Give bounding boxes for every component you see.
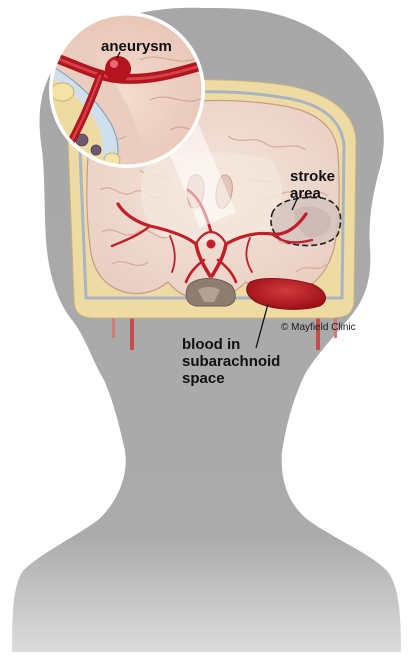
blood-subarachnoid-label: blood in subarachnoid space	[182, 336, 280, 387]
copyright-notice: © Mayfield Clinic	[281, 322, 356, 333]
left-neck-vessel	[112, 316, 115, 338]
stroke-area-label: stroke area	[290, 168, 335, 202]
blood-label-line-1: blood in	[182, 336, 280, 353]
stroke-area-label-line-1: stroke	[290, 168, 335, 185]
blood-label-line-2: subarachnoid	[182, 353, 280, 370]
circle-of-willis-node	[207, 240, 216, 249]
aneurysm-label: aneurysm	[101, 39, 172, 54]
left-carotid-line	[130, 316, 134, 350]
stroke-area-label-line-2: area	[290, 185, 335, 202]
blood-label-line-3: space	[182, 370, 280, 387]
